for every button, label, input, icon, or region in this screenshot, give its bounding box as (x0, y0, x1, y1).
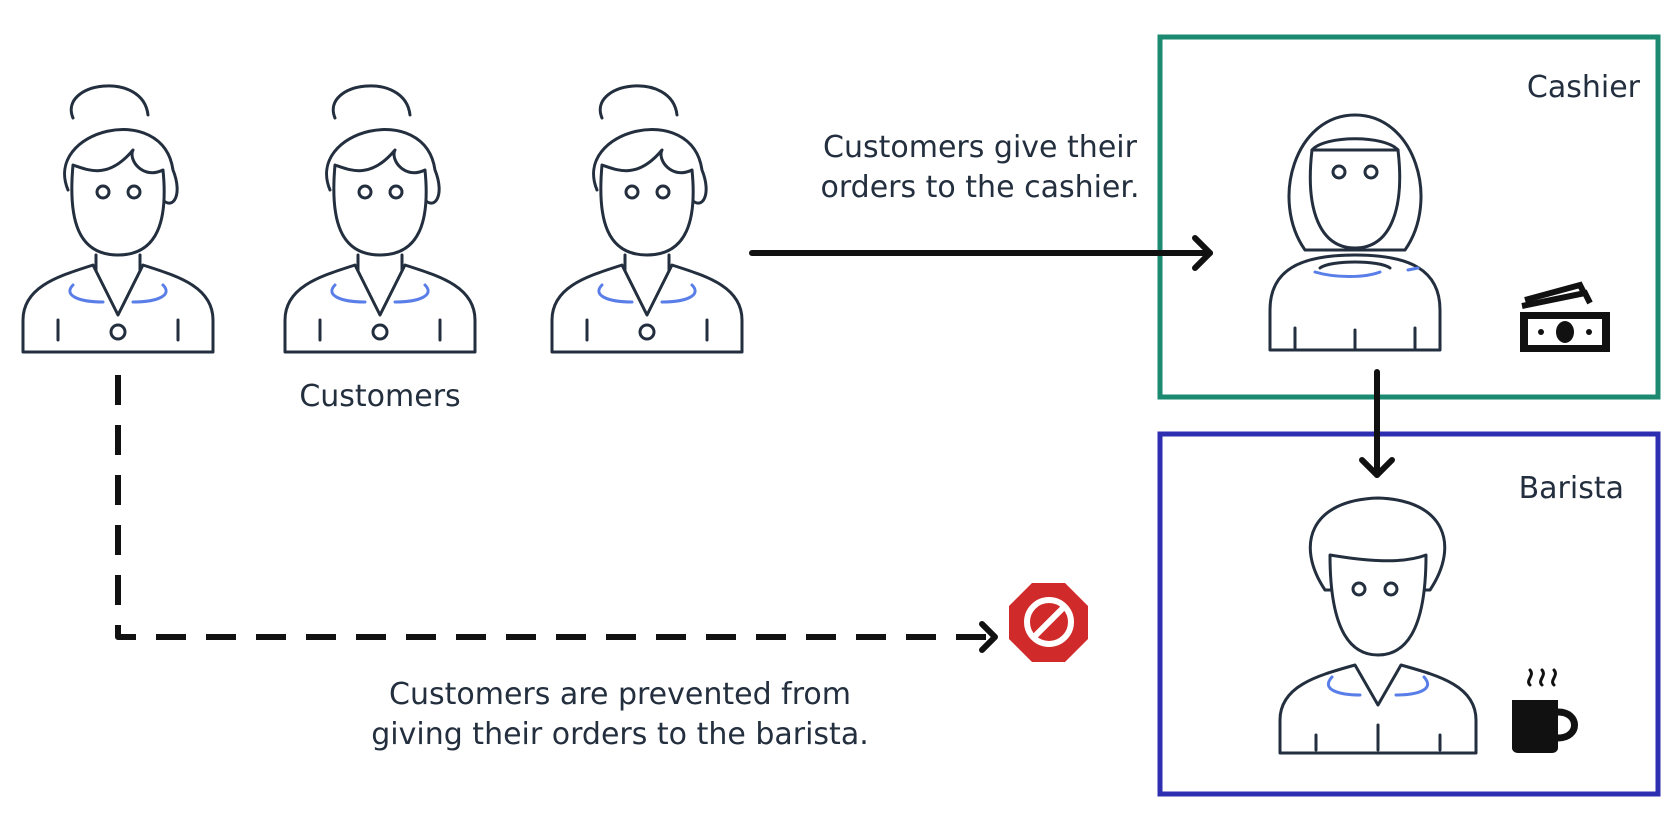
flow-to-barista-line1: Customers are prevented from (389, 677, 851, 712)
arrow-to-barista-blocked (115, 375, 998, 653)
flow-to-barista-label: Customers are prevented from giving thei… (340, 675, 900, 755)
flow-to-barista-line2: giving their orders to the barista. (371, 717, 869, 752)
barista-box (1157, 431, 1661, 797)
flow-to-cashier-label: Customers give their orders to the cashi… (760, 128, 1200, 208)
cashier-box (1157, 34, 1661, 400)
customer-icon (550, 84, 744, 354)
flow-to-cashier-line1: Customers give their (823, 130, 1137, 165)
prohibited-icon (1009, 583, 1088, 662)
customer-icon (283, 84, 477, 354)
barista-icon (1278, 496, 1478, 755)
cashier-icon (1268, 113, 1442, 352)
arrow-to-cashier (749, 235, 1213, 271)
customer-icon (21, 84, 215, 354)
barista-label: Barista (1518, 471, 1624, 506)
arrow-cashier-to-barista (1359, 369, 1395, 478)
cashier-label: Cashier (1526, 70, 1640, 105)
money-icon (1520, 281, 1610, 352)
coffee-mug-icon (1512, 668, 1578, 753)
flow-to-cashier-line2: orders to the cashier. (820, 170, 1140, 205)
customers-label: Customers (299, 379, 461, 414)
